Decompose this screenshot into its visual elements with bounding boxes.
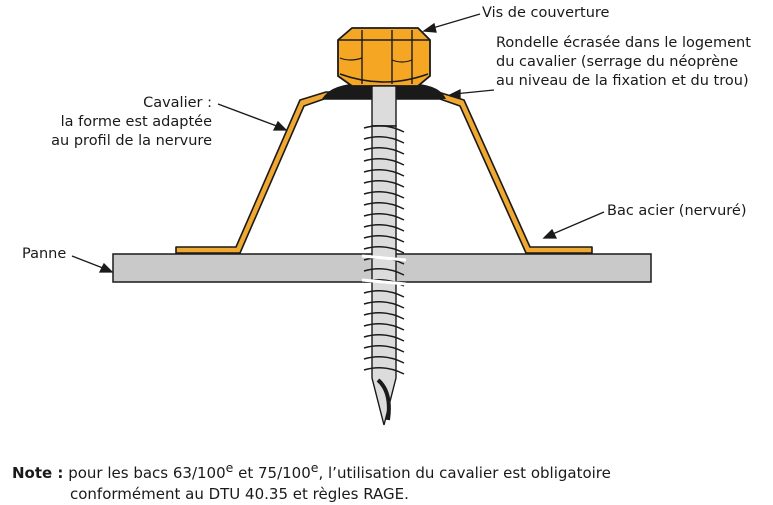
thread-line: [363, 312, 405, 320]
thread-line: [363, 180, 405, 188]
thread-line: [363, 191, 405, 199]
thread-line: [363, 334, 405, 342]
screw-head: [337, 27, 431, 87]
thread-line: [363, 147, 405, 155]
label-panne: Panne: [22, 246, 67, 262]
thread-line: [363, 290, 405, 298]
cavalier-profile: [175, 91, 593, 254]
thread-line: [363, 323, 405, 331]
thread-line: [363, 367, 405, 375]
thread-line: [363, 213, 405, 221]
label-rondelle: Rondelle écrasée dans le logement du cav…: [496, 35, 751, 89]
label-cavalier: Cavalier : la forme est adaptée au profi…: [51, 95, 212, 149]
fixation-diagram: [71, 13, 652, 426]
thread-line: [363, 268, 405, 276]
thread-line: [363, 169, 405, 177]
thread-line: [363, 345, 405, 353]
thread-line: [363, 301, 405, 309]
thread-line: [363, 246, 405, 254]
thread-line: [363, 158, 405, 166]
thread-line: [363, 136, 405, 144]
screw-shank: [361, 85, 407, 426]
thread-line: [363, 202, 405, 210]
label-bac-acier: Bac acier (nervuré): [607, 203, 747, 219]
thread-line: [363, 356, 405, 364]
thread-line: [363, 224, 405, 232]
thread-line: [363, 235, 405, 243]
label-vis-couverture: Vis de couverture: [482, 5, 610, 21]
note-text: Note : pour les bacs 63/100e et 75/100e,…: [12, 460, 611, 503]
leader-lines: [71, 13, 605, 273]
thread-line: [363, 125, 405, 133]
